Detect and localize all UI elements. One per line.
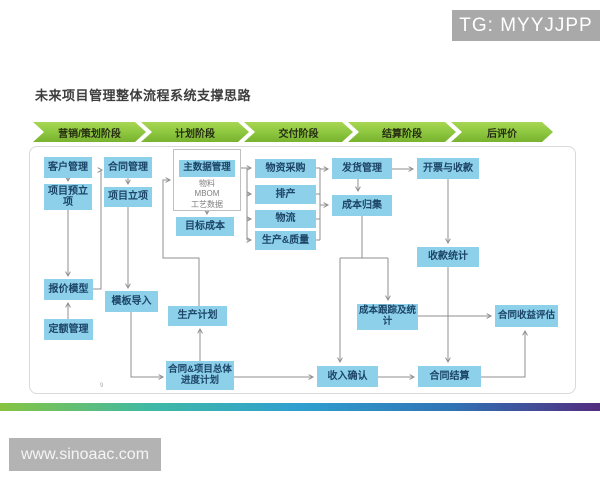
page-number: 9	[100, 383, 104, 389]
diagram-frame	[29, 146, 576, 394]
site-watermark: www.sinoaac.com	[9, 438, 161, 471]
page-title: 未来项目管理整体流程系统支撑思路	[35, 88, 252, 103]
node-customer-mgmt: 客户管理	[44, 157, 92, 178]
node-revenue-recognition: 收入确认	[317, 366, 378, 387]
phase-settlement: 结算阶段	[348, 122, 456, 142]
node-template-import: 模板导入	[105, 291, 158, 312]
phase-marketing-planning: 营销/策划阶段	[33, 122, 146, 142]
node-collection-stats: 收款统计	[417, 247, 479, 267]
node-invoicing-collection: 开票与收款	[417, 158, 479, 179]
note-process-data: 工艺数据	[191, 199, 223, 209]
node-quote-model: 报价模型	[44, 279, 93, 300]
node-target-cost: 目标成本	[176, 217, 234, 236]
phase-plan: 计划阶段	[141, 122, 249, 142]
master-data-note: 物料 MBOM 工艺数据	[173, 179, 241, 210]
phase-delivery: 交付阶段	[244, 122, 353, 142]
master-data-container	[173, 149, 241, 211]
node-master-data-mgmt: 主数据管理	[179, 160, 235, 177]
node-project-setup: 项目立项	[104, 187, 152, 207]
node-quota-mgmt: 定额管理	[44, 319, 93, 340]
note-mbom: MBOM	[194, 189, 220, 199]
node-project-pre-approval: 项目预立项	[44, 184, 92, 210]
node-contract-settlement: 合同结算	[418, 366, 481, 387]
gradient-divider-bar	[0, 403, 600, 411]
node-contract-mgmt: 合同管理	[104, 157, 152, 178]
node-production-quality: 生产&质量	[255, 231, 316, 250]
node-contract-benefit-eval: 合同收益评估	[495, 305, 558, 327]
phase-post-evaluation: 后评价	[451, 122, 553, 142]
note-material: 物料	[199, 179, 215, 188]
node-cost-tracking-stats: 成本跟踪及统计	[357, 304, 418, 330]
node-material-procurement: 物资采购	[255, 159, 316, 178]
tg-watermark-badge: TG: MYYJJPP	[452, 10, 600, 41]
node-production-scheduling: 排产	[255, 185, 316, 204]
node-shipping-mgmt: 发货管理	[332, 158, 392, 179]
node-overall-schedule: 合同&项目总体进度计划	[166, 361, 234, 390]
node-production-plan: 生产计划	[168, 306, 227, 326]
node-cost-collection: 成本归集	[332, 195, 392, 216]
node-logistics: 物流	[255, 210, 316, 228]
